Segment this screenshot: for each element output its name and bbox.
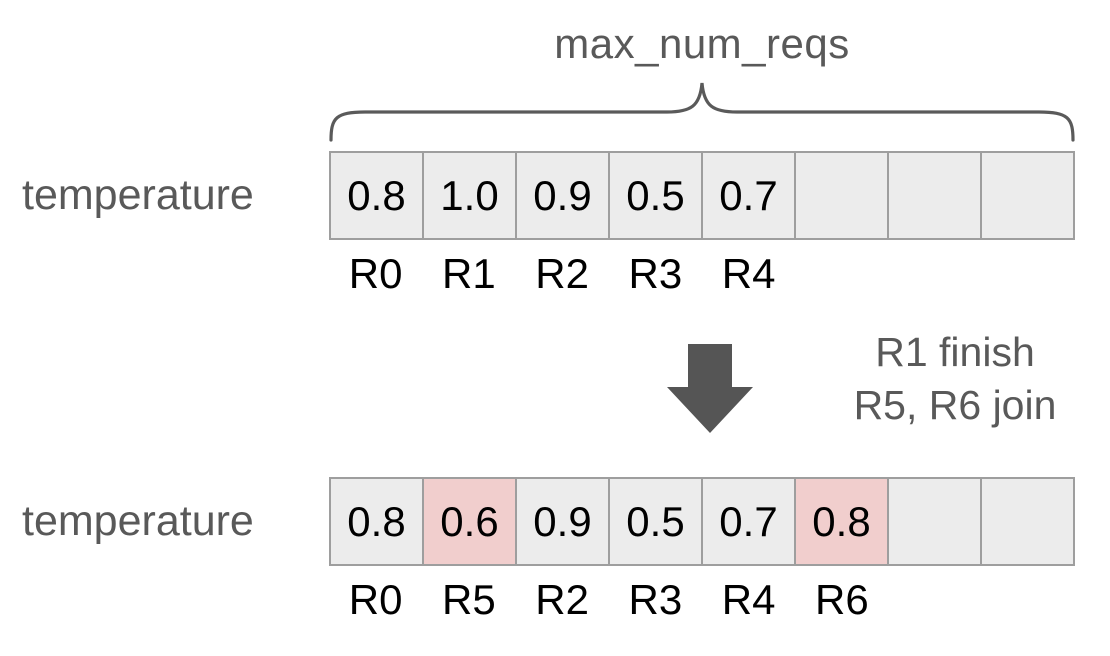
temperature-array-after: 0.8 0.6 0.9 0.5 0.7 0.8 xyxy=(329,477,1075,566)
max-num-reqs-label: max_num_reqs xyxy=(554,20,850,67)
array-cell: 0.8 xyxy=(331,153,422,238)
request-label xyxy=(795,250,888,298)
request-label xyxy=(889,576,982,624)
array-cell xyxy=(889,153,980,238)
array-cell xyxy=(982,479,1073,564)
request-label: R4 xyxy=(721,576,776,623)
request-label: R6 xyxy=(815,576,869,623)
array-cell: 0.8 xyxy=(796,479,887,564)
temperature-array-before: 0.8 1.0 0.9 0.5 0.7 xyxy=(329,151,1075,240)
request-label: R3 xyxy=(628,576,683,623)
temperature-label-before: temperature xyxy=(22,171,254,219)
down-arrow-icon xyxy=(667,344,753,433)
transition-note-line1: R1 finish xyxy=(875,329,1035,375)
request-label: R5 xyxy=(442,576,496,623)
transition-note-line2: R5, R6 join xyxy=(853,382,1057,428)
request-label xyxy=(982,250,1075,298)
array-cell xyxy=(982,153,1073,238)
request-label: R3 xyxy=(628,250,683,297)
request-label: R0 xyxy=(348,250,403,297)
array-cell: 0.7 xyxy=(703,479,794,564)
array-cell xyxy=(796,153,887,238)
request-label: R4 xyxy=(721,250,776,297)
request-label: R2 xyxy=(535,250,589,297)
request-label: R0 xyxy=(348,576,403,623)
temperature-label-after: temperature xyxy=(22,497,254,545)
array-cell: 0.9 xyxy=(517,153,608,238)
request-label: R1 xyxy=(442,250,496,297)
array-cell: 1.0 xyxy=(424,153,515,238)
transition-note: R1 finish R5, R6 join xyxy=(810,326,1100,432)
request-label: R2 xyxy=(535,576,589,623)
array-cell: 0.9 xyxy=(517,479,608,564)
array-cell: 0.6 xyxy=(424,479,515,564)
request-label xyxy=(982,576,1075,624)
array-cell: 0.5 xyxy=(610,479,701,564)
array-cell: 0.5 xyxy=(610,153,701,238)
request-label xyxy=(889,250,982,298)
array-cell: 0.8 xyxy=(331,479,422,564)
curly-brace-icon xyxy=(329,82,1075,142)
array-cell: 0.7 xyxy=(703,153,794,238)
request-labels-before: R0 R1 R2 R3 R4 xyxy=(329,250,1075,298)
request-labels-after: R0 R5 R2 R3 R4 R6 xyxy=(329,576,1075,624)
array-cell xyxy=(889,479,980,564)
